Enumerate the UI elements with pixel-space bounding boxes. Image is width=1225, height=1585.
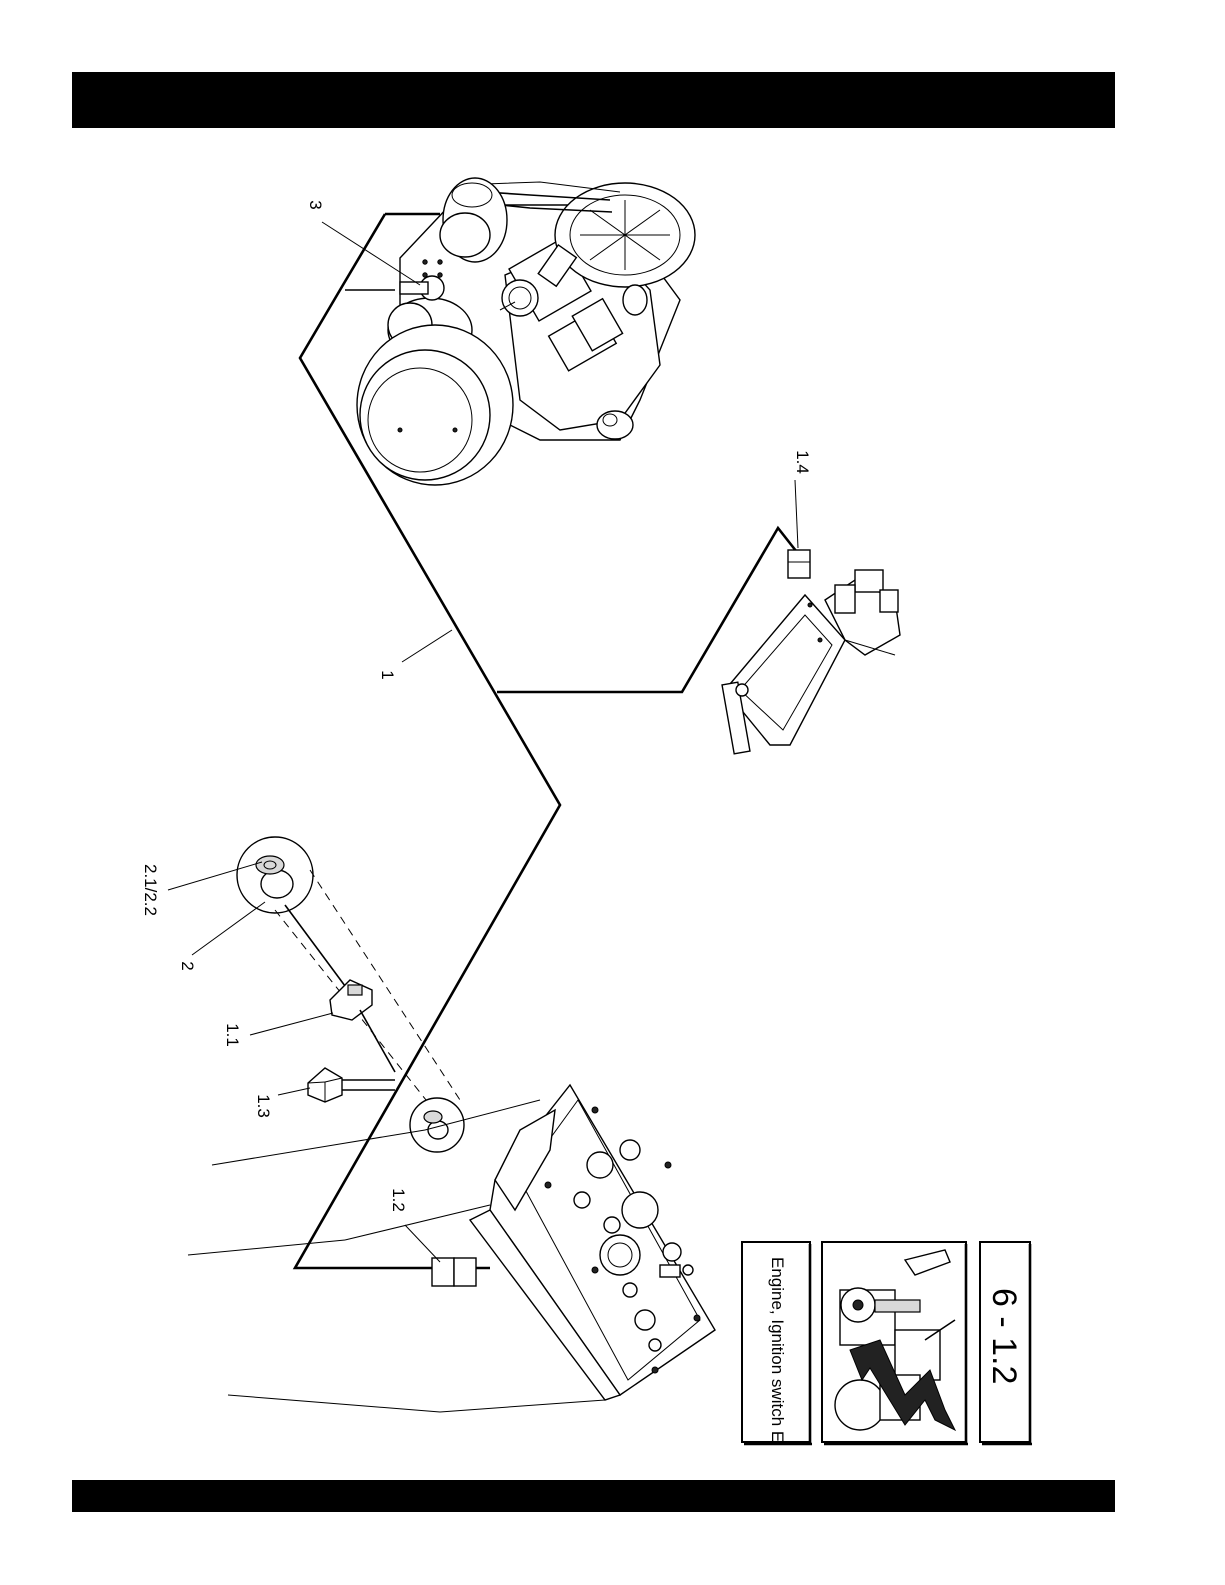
- callout-3: 3: [306, 200, 325, 209]
- title-block: Engine, Ignition switch E 6 - 1.2: [742, 1242, 1032, 1444]
- engine: [357, 178, 695, 485]
- callout-2: 2: [178, 961, 197, 970]
- callout-1-4: 1.4: [793, 450, 812, 474]
- callout-2-1-2-2: 2.1/2.2: [141, 864, 160, 916]
- callout-1-2: 1.2: [389, 1188, 408, 1212]
- callout-1-3: 1.3: [254, 1094, 273, 1118]
- callout-1-1: 1.1: [223, 1023, 242, 1047]
- callout-1: 1: [378, 670, 397, 679]
- title-description: Engine, Ignition switch E: [768, 1257, 787, 1442]
- section-number: 6 - 1.2: [985, 1288, 1023, 1384]
- sensor-bracket: [722, 550, 900, 754]
- control-panel: [432, 1085, 715, 1400]
